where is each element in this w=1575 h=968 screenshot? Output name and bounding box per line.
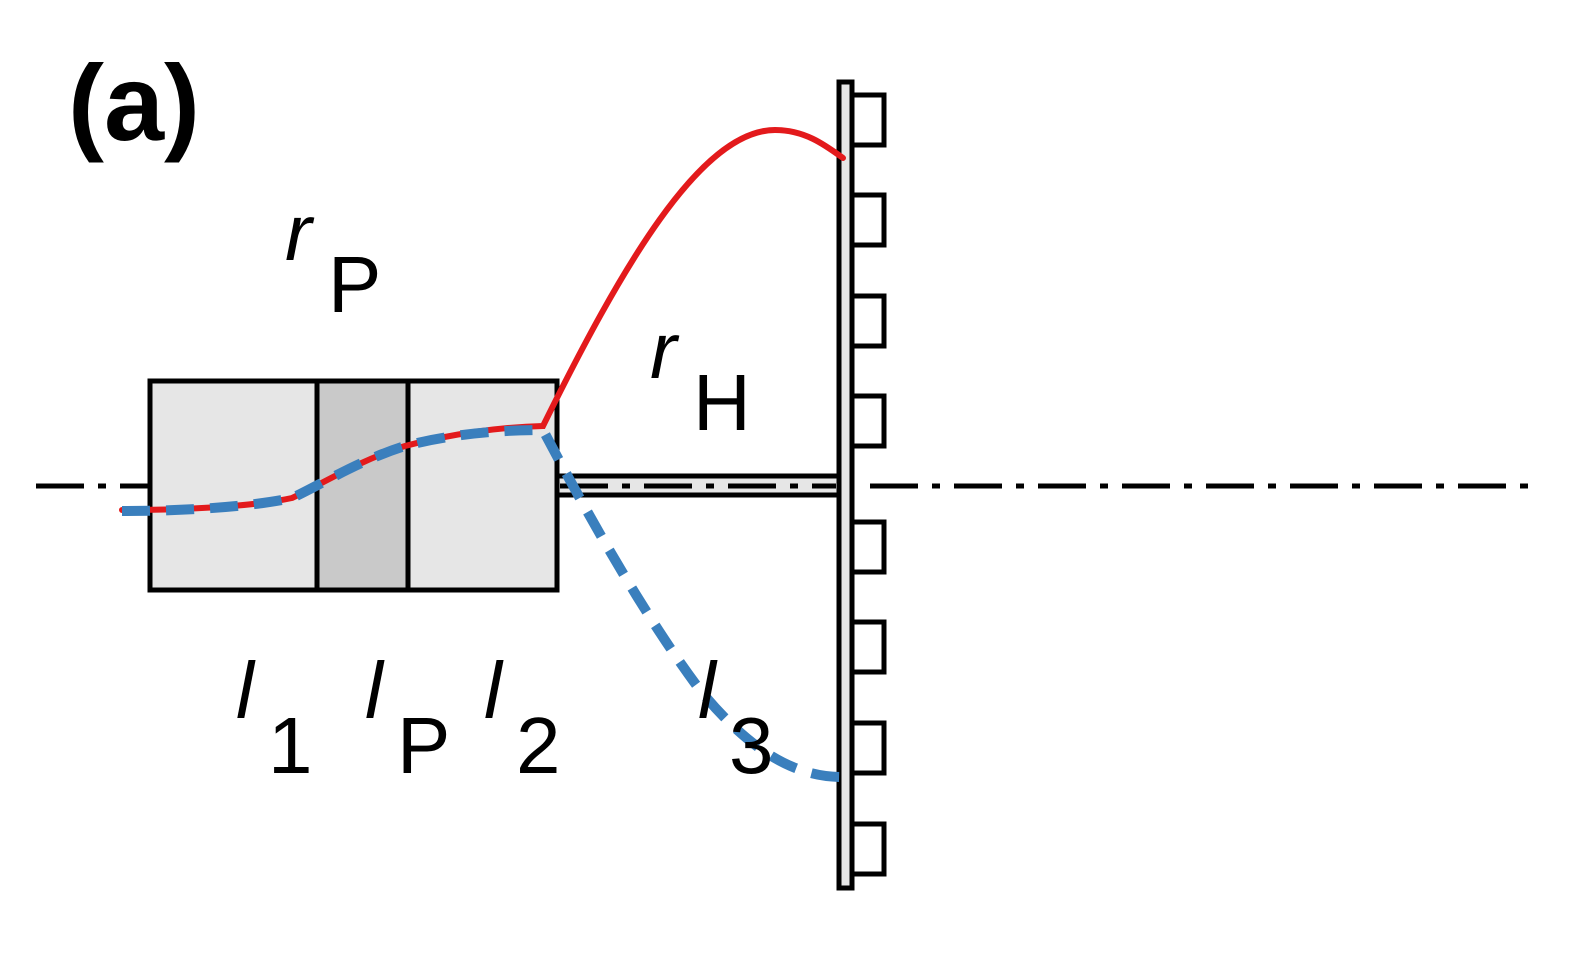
detector-pixel	[849, 619, 887, 675]
label-l-p-symbol: l	[365, 646, 385, 735]
detector-pixel	[849, 192, 887, 248]
label-r-p-subscript: P	[328, 240, 381, 329]
detector-pixel	[849, 519, 887, 575]
detector-pixel	[849, 821, 887, 877]
label-r-p-symbol: r	[285, 188, 315, 277]
detector-pixel	[849, 293, 887, 349]
label-l-p-subscript: P	[397, 701, 450, 790]
label-l-2: l 2	[484, 646, 561, 790]
label-l-3-subscript: 3	[729, 701, 774, 790]
label-l-1-symbol: l	[236, 646, 256, 735]
label-r-h: r H	[650, 306, 751, 447]
detector-plate	[836, 79, 855, 891]
detector-pixel	[849, 720, 887, 776]
label-l-1-subscript: 1	[268, 701, 313, 790]
detector-pixel	[849, 393, 887, 449]
label-l-2-symbol: l	[484, 646, 504, 735]
label-l-1: l 1	[236, 646, 313, 790]
label-l-2-subscript: 2	[516, 701, 561, 790]
label-l-3-symbol: l	[698, 646, 718, 735]
label-r-h-subscript: H	[693, 358, 751, 447]
label-l-3: l 3	[698, 646, 774, 790]
label-l-p: l P	[365, 646, 450, 790]
segment-lp	[314, 378, 411, 593]
segment-l1	[147, 378, 320, 593]
detector-pixel	[849, 92, 887, 148]
ray-blue	[121, 424, 843, 782]
detector-pixels	[849, 92, 887, 877]
label-r-h-symbol: r	[650, 306, 680, 395]
segment-l2	[405, 378, 560, 593]
label-r-p: r P	[285, 188, 381, 329]
panel-label: (a)	[68, 42, 200, 163]
